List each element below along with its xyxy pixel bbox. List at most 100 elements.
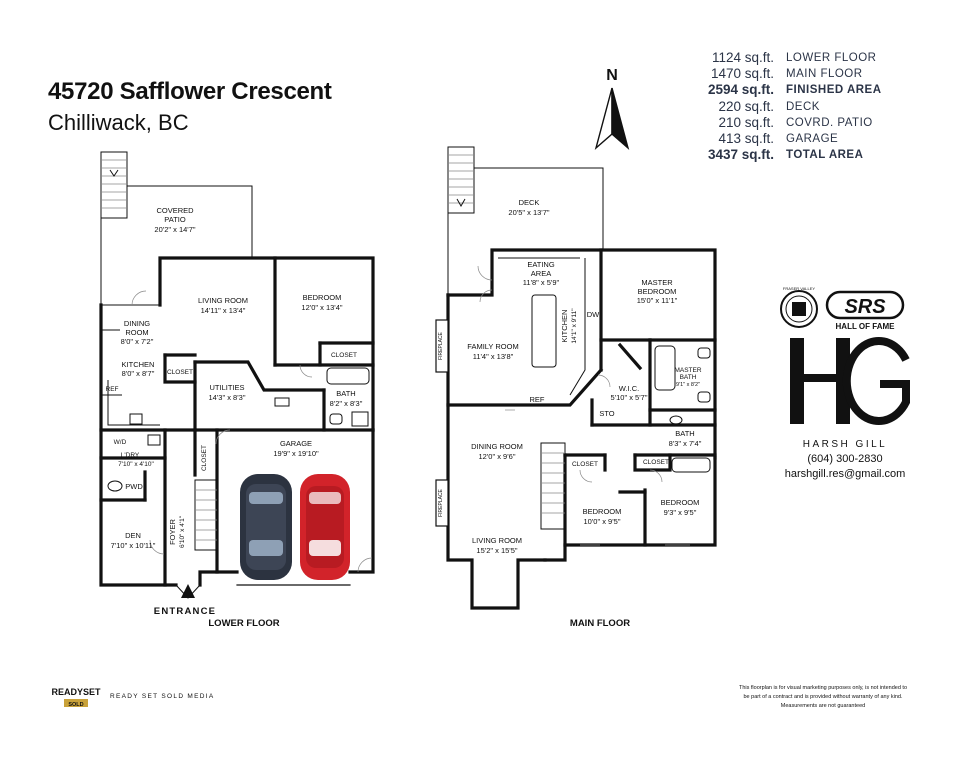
area-table: 1124 sq.ft. LOWER FLOOR 1470 sq.ft. MAIN FL… bbox=[650, 50, 910, 163]
area-value: 220 sq.ft. bbox=[718, 98, 774, 114]
mf-living-room-label: LIVING ROOM bbox=[472, 536, 522, 545]
mf-bedroom-1-label: BEDROOM bbox=[583, 507, 622, 516]
area-value: 3437 sq.ft. bbox=[707, 147, 774, 163]
garage-car-red bbox=[300, 474, 350, 580]
main-floor-title: MAIN FLOOR bbox=[570, 618, 630, 629]
lf-utilities-label: UTILITIES bbox=[209, 383, 244, 392]
lf-closet-foyer: CLOSET bbox=[201, 445, 208, 471]
hg-monogram-logo bbox=[790, 337, 910, 425]
entrance-arrow-icon bbox=[181, 584, 195, 598]
area-row: 3437 sq.ft. TOTAL AREA bbox=[650, 147, 910, 163]
compass-label: N bbox=[606, 67, 618, 84]
badge-left-text: FRASER VALLEY bbox=[783, 286, 815, 291]
area-label: TOTAL AREA bbox=[786, 149, 864, 162]
area-label: MAIN FLOOR bbox=[786, 68, 863, 81]
lf-den-dims: 7'10" x 10'11" bbox=[111, 541, 156, 550]
lf-bath-dims: 8'2" x 8'3" bbox=[330, 399, 363, 408]
mf-dw-label: DW bbox=[587, 310, 600, 319]
lf-foyer-dims: 6'10" x 4'1" bbox=[179, 515, 186, 548]
mf-family-room-dims: 11'4" x 13'8" bbox=[473, 352, 514, 361]
area-label: COVRD. PATIO bbox=[786, 116, 873, 129]
lf-garage-label: GARAGE bbox=[280, 439, 312, 448]
brand-logo-text: READYSET bbox=[51, 687, 101, 697]
area-label: DECK bbox=[786, 100, 820, 113]
area-row: 210 sq.ft. COVRD. PATIO bbox=[650, 115, 910, 131]
mf-living-room-dims: 15'2" x 15'5" bbox=[476, 546, 517, 555]
mf-dining-room-label: DINING ROOM bbox=[471, 442, 523, 451]
mf-bedroom-2-label: BEDROOM bbox=[661, 498, 700, 507]
mf-bedroom-2-dims: 9'3" x 9'5" bbox=[664, 508, 697, 517]
area-row: 413 sq.ft. GARAGE bbox=[650, 131, 910, 147]
area-row: 1470 sq.ft. MAIN FLOOR bbox=[650, 66, 910, 82]
lf-wd-label: W/D bbox=[114, 439, 127, 446]
mf-master-bath-dims: 9'1" x 8'2" bbox=[676, 382, 700, 388]
mf-kitchen-label: KITCHEN bbox=[560, 310, 569, 343]
lf-garage-dims: 19'9" x 19'10" bbox=[273, 449, 319, 458]
mf-kitchen-dims: 14'1" x 9'11" bbox=[571, 308, 578, 344]
srs-logo: SRS bbox=[825, 290, 905, 320]
disclaimer-line-2: be part of a contract and is provided wi… bbox=[744, 694, 903, 700]
lf-living-room-dims: 14'11" x 13'4" bbox=[201, 306, 246, 315]
mf-closet-2: CLOSET bbox=[643, 459, 669, 466]
brand-logo-sub: SOLD bbox=[68, 702, 83, 708]
lf-foyer-label: FOYER bbox=[168, 519, 177, 545]
lf-den-label: DEN bbox=[125, 531, 141, 540]
lf-covered-patio-dims: 20'2" x 14'7" bbox=[154, 225, 195, 234]
area-label: GARAGE bbox=[786, 132, 839, 145]
disclaimer-line-1: This floorplan is for visual marketing p… bbox=[739, 685, 907, 691]
mf-wic-label: W.I.C. bbox=[619, 384, 639, 393]
fraser-valley-badge-icon: FRASER VALLEY bbox=[780, 286, 818, 328]
address-title: 45720 Safflower Crescent bbox=[48, 78, 332, 105]
agent-name: HARSH GILL bbox=[803, 439, 887, 450]
svg-text:SRS: SRS bbox=[844, 296, 886, 318]
mf-fireplace-1-label: FIREPLACE bbox=[438, 331, 444, 359]
mf-ref-label: REF bbox=[530, 395, 545, 404]
mf-eating-area-dims: 11'8" x 5'9" bbox=[523, 278, 560, 287]
lf-dining-room-dims: 8'0" x 7'2" bbox=[121, 337, 154, 346]
lf-living-room-label: LIVING ROOM bbox=[198, 296, 248, 305]
lf-bath-label: BATH bbox=[336, 389, 355, 398]
lf-bedroom-dims: 12'0" x 13'4" bbox=[301, 303, 342, 312]
hall-of-fame-text: HALL OF FAME bbox=[836, 322, 896, 331]
area-value: 210 sq.ft. bbox=[718, 114, 774, 130]
mf-master-bedroom-dims: 15'0" x 11'1" bbox=[637, 296, 678, 305]
agent-phone[interactable]: (604) 300-2830 bbox=[807, 453, 882, 465]
garage-car-dark bbox=[240, 474, 292, 580]
lf-closet-bedroom: CLOSET bbox=[331, 352, 357, 359]
lf-ref-label: REF bbox=[106, 386, 119, 393]
area-value: 1470 sq.ft. bbox=[710, 66, 774, 82]
north-arrow-icon: N bbox=[594, 67, 630, 151]
lf-kitchen-label: KITCHEN bbox=[122, 360, 155, 369]
mf-bath-label: BATH bbox=[675, 429, 694, 438]
area-row: 1124 sq.ft. LOWER FLOOR bbox=[650, 50, 910, 66]
area-row: 220 sq.ft. DECK bbox=[650, 99, 910, 115]
mf-sto-label: STO bbox=[599, 409, 614, 418]
area-value: 2594 sq.ft. bbox=[707, 82, 774, 98]
lf-pwd-label: PWD bbox=[125, 482, 143, 491]
mf-wic-dims: 5'10" x 5'7" bbox=[611, 393, 648, 402]
mf-deck-label: DECK bbox=[519, 198, 540, 207]
lf-utilities-dims: 14'3" x 8'3" bbox=[209, 393, 246, 402]
mf-bath-dims: 8'3" x 7'4" bbox=[669, 439, 702, 448]
footer-brand: READYSET SOLD READY SET SOLD MEDIA bbox=[51, 682, 215, 712]
agent-email[interactable]: harshgill.res@gmail.com bbox=[785, 468, 906, 480]
lf-bedroom-label: BEDROOM bbox=[303, 293, 342, 302]
brand-name: READY SET SOLD MEDIA bbox=[110, 693, 215, 700]
mf-bedroom-1-dims: 10'0" x 9'5" bbox=[584, 517, 621, 526]
mf-dining-room-dims: 12'0" x 9'6" bbox=[479, 452, 516, 461]
area-value: 413 sq.ft. bbox=[718, 130, 774, 146]
lf-laundry-label: L'DRY bbox=[121, 452, 140, 459]
mf-deck-dims: 20'5" x 13'7" bbox=[508, 208, 549, 217]
disclaimer: This floorplan is for visual marketing p… bbox=[739, 685, 907, 709]
agent-branding: FRASER VALLEY SRS HALL OF FAME HARSH GIL… bbox=[780, 286, 910, 480]
mf-family-room-label: FAMILY ROOM bbox=[467, 342, 518, 351]
area-label: LOWER FLOOR bbox=[786, 52, 877, 64]
area-value: 1124 sq.ft. bbox=[711, 50, 774, 65]
